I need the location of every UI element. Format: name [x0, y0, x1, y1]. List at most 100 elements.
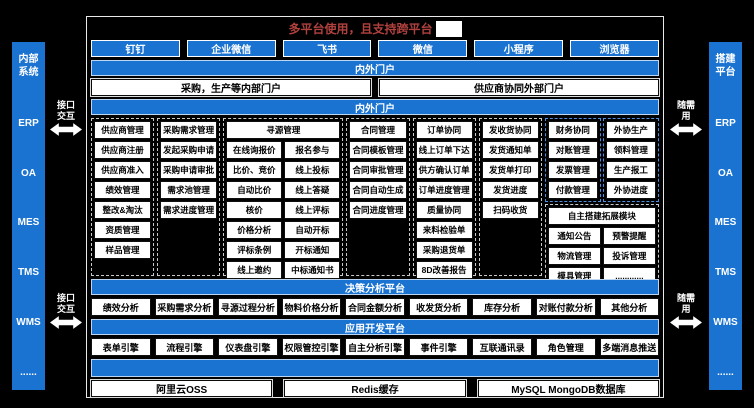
analysis-box: 收发货分析	[408, 298, 469, 316]
engine-box: 自主分析引擎	[345, 338, 405, 356]
module-box: 发起采购申请	[160, 141, 218, 159]
decision-analysis-bar: 决策分析平台	[91, 279, 659, 295]
module-box: 质量协同	[415, 201, 473, 219]
on-demand-use-label: 随需用	[676, 100, 695, 121]
platform-button: 浏览器	[570, 40, 659, 57]
build-platform-item: TMS	[714, 267, 737, 279]
build-platform-item: ......	[717, 366, 734, 378]
right-connector-top: 随需用	[667, 100, 705, 136]
module-box: 需求池管理	[160, 181, 218, 199]
engine-box: 角色管理	[535, 338, 596, 356]
module-box: 比价、竞价	[226, 161, 283, 179]
module-box: 物流管理	[547, 247, 601, 265]
group-header: 采购需求管理	[160, 121, 218, 139]
module-box: 在线询报价	[226, 141, 283, 159]
finance-collaboration-group: 财务协同 对账管理发票管理付款管理	[544, 118, 601, 202]
module-box: 对账管理	[547, 141, 598, 159]
module-box: 开标通知	[284, 241, 341, 259]
analysis-box: 物料价格分析	[281, 298, 342, 316]
portal-box: 采购，生产等内部门户	[91, 79, 371, 96]
module-box: 供应商准入	[94, 161, 152, 179]
storage-box: MySQL MongoDB数据库	[477, 380, 659, 397]
interface-interaction-label: 接口交互	[56, 100, 75, 121]
module-box: 预警提醒	[602, 227, 656, 245]
extension-items: 通知公告预警提醒物流管理投诉管理模具管理............	[547, 227, 656, 285]
analysis-box: 绩效分析	[91, 298, 151, 316]
sourcing-items: 在线询报价报名参与比价、竞价线上投标自动比价线上答疑核价线上评标价格分析自动开标…	[226, 141, 341, 279]
engine-box: 多端消息推送	[599, 338, 660, 356]
supplier-management-group: 供应商管理 供应商注册供应商准入绩效管理整改&淘汰资质管理样品管理	[91, 118, 155, 276]
engine-box: 权限管控引擎	[281, 338, 342, 356]
build-platform-item: OA	[718, 167, 733, 179]
module-box: 合同自动生成	[349, 181, 407, 199]
analysis-box: 其他分析	[599, 298, 660, 316]
platform-button: 小程序	[474, 40, 564, 57]
analysis-row: 绩效分析采购需求分析寻源过程分析物料价格分析合同金额分析收发货分析库存分析对账付…	[91, 298, 660, 316]
outsourced-production-group: 外协生产 领料管理生产报工外协进度	[602, 118, 659, 202]
module-box: 合同进度管理	[349, 201, 407, 219]
diagram-title-row: 多平台使用，且支持跨平台	[91, 20, 659, 37]
storage-box: 阿里云OSS	[91, 380, 273, 397]
module-box: 领料管理	[605, 141, 656, 159]
analysis-box: 对账付款分析	[535, 298, 596, 316]
module-box: 资质管理	[94, 221, 152, 239]
left-connector-top: 接口交互	[47, 100, 85, 136]
platform-button: 飞书	[282, 40, 372, 57]
double-arrow-icon	[670, 315, 702, 329]
group-header: 发收货协同	[481, 121, 539, 139]
engine-box: 流程引擎	[154, 338, 215, 356]
module-box: 合同模板管理	[349, 141, 407, 159]
module-box: 核价	[226, 201, 283, 219]
build-platform-item: MES	[714, 217, 737, 229]
module-box: 自动开标	[284, 221, 341, 239]
double-arrow-icon	[670, 122, 702, 136]
module-box: 投诉管理	[602, 247, 656, 265]
module-box: 发票管理	[547, 161, 598, 179]
engine-box: 表单引擎	[91, 338, 151, 356]
module-box: 采购退货单	[415, 241, 473, 259]
storage-box: Redis缓存	[284, 380, 466, 397]
internal-system-item: WMS	[16, 317, 41, 329]
module-box: 发货进度	[481, 181, 539, 199]
redaction-box	[435, 20, 462, 37]
contract-management-group: 合同管理 合同模板管理合同审批管理合同自动生成合同进度管理	[346, 118, 410, 276]
main-frame: 多平台使用，且支持跨平台 钉钉企业微信飞书微信小程序浏览器 内外门户 采购，生产…	[86, 16, 664, 398]
analysis-box: 库存分析	[472, 298, 532, 316]
module-box: 评标条例	[226, 241, 283, 259]
analysis-box: 寻源过程分析	[218, 298, 278, 316]
module-box: 来料检验单	[415, 221, 473, 239]
engine-row: 表单引擎流程引擎仪表盘引擎权限管控引擎自主分析引擎事件引擎互联通讯录角色管理多端…	[91, 338, 660, 356]
left-connector-bottom: 接口交互	[47, 293, 85, 329]
platform-button: 企业微信	[186, 40, 276, 57]
module-grid: 供应商管理 供应商注册供应商准入绩效管理整改&淘汰资质管理样品管理 采购需求管理…	[91, 118, 659, 288]
module-box: 线上评标	[284, 201, 341, 219]
platform-button: 微信	[378, 40, 468, 57]
platform-button: 钉钉	[91, 40, 180, 57]
portal-section-bar-main: 内外门户	[91, 99, 659, 115]
module-box: 订单进度管理	[415, 181, 473, 199]
group-header: 寻源管理	[226, 121, 341, 139]
portal-row: 采购，生产等内部门户供应商协同外部门户	[91, 79, 659, 96]
internal-systems-title: 内部系统	[18, 54, 39, 78]
module-box: 付款管理	[547, 181, 598, 199]
module-box: 扫码收货	[481, 201, 539, 219]
build-platform-title: 搭建平台	[715, 54, 736, 78]
finance-outsourcing-row: 财务协同 对账管理发票管理付款管理 外协生产 领料管理生产报工外协进度	[544, 118, 659, 202]
group-header: 自主搭建拓展模块	[547, 207, 656, 225]
module-box: 外协进度	[605, 181, 656, 199]
module-box: 供应商注册	[94, 141, 152, 159]
module-box: 线上邀约	[226, 261, 283, 279]
group-header: 供应商管理	[94, 121, 152, 139]
internal-system-item: ERP	[18, 117, 39, 129]
module-box: 发货单打印	[481, 161, 539, 179]
module-box: 生产报工	[605, 161, 656, 179]
double-arrow-icon	[50, 122, 82, 136]
storage-row: 阿里云OSS Redis缓存 MySQL MongoDB数据库	[91, 380, 659, 397]
build-platform-item: ERP	[715, 117, 736, 129]
module-box: 需求进度管理	[160, 201, 218, 219]
interface-interaction-label: 接口交互	[56, 293, 75, 314]
group-header: 订单协同	[415, 121, 473, 139]
engine-box: 仪表盘引擎	[218, 338, 278, 356]
